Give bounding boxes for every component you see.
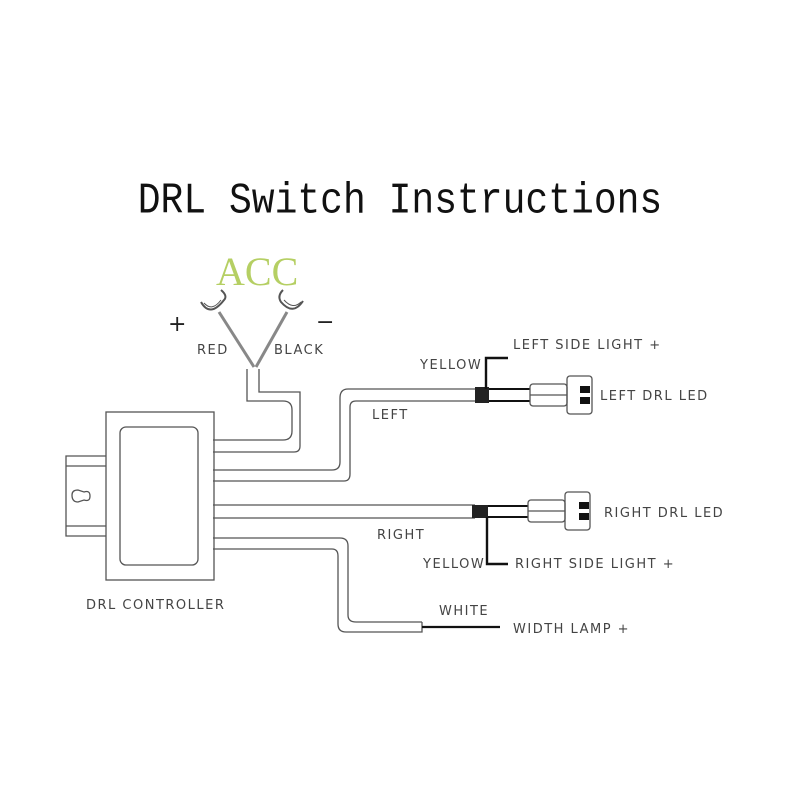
left-drl-led-label: LEFT DRL LED [600,389,709,404]
drl-controller [65,411,215,581]
left-yellow-label: YELLOW [420,358,483,373]
acc-label: ACC [216,249,299,294]
width-lamp-label: WIDTH LAMP + [513,622,631,637]
left-side-light-label: LEFT SIDE LIGHT + [513,338,662,353]
left-wire-label: LEFT [372,408,409,423]
power-wire-pair [213,369,301,453]
right-yellow-label: YELLOW [423,557,486,572]
black-clip-icon [278,289,304,310]
right-wire-pair [213,504,475,519]
right-connector [472,491,591,566]
red-clip-icon [200,289,227,311]
right-drl-led-label: RIGHT DRL LED [604,506,725,521]
white-wire-label: WHITE [439,604,490,619]
right-side-light-label: RIGHT SIDE LIGHT + [515,557,676,572]
red-wire-label: RED [197,343,229,358]
mount-hole-icon [71,489,91,503]
left-connector [475,356,593,415]
minus-sign: − [316,310,335,335]
right-wire-label: RIGHT [377,528,426,543]
acc-v-wires [217,311,289,368]
diagram-title: DRL Switch Instructions [137,176,663,227]
left-wire-pair [213,388,475,482]
controller-label: DRL CONTROLLER [86,598,226,613]
black-wire-label: BLACK [274,343,325,358]
plus-sign: + [168,312,187,337]
width-wire-pair [213,537,500,633]
